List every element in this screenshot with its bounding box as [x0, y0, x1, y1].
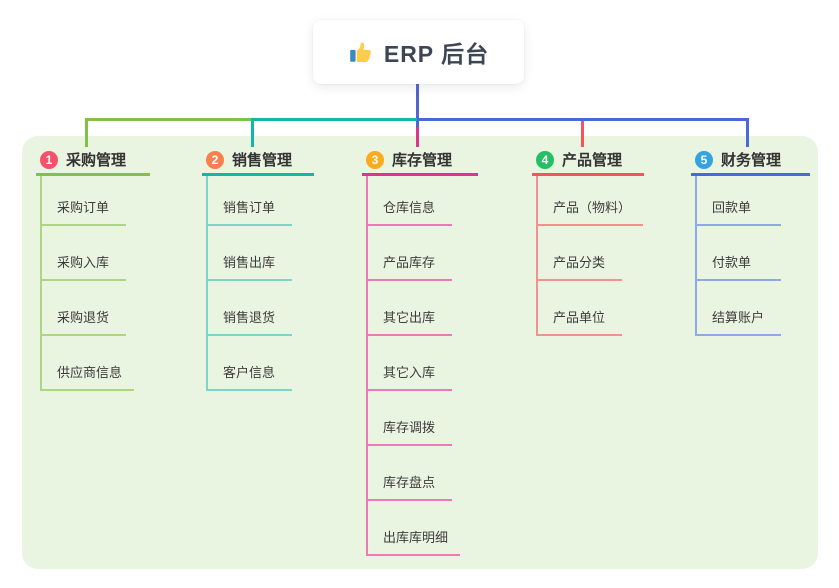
child-node[interactable]: 其它入库: [366, 336, 452, 391]
branches-background-panel: [22, 136, 818, 569]
child-node[interactable]: 采购订单: [40, 176, 126, 226]
branch-label: 财务管理: [721, 152, 782, 169]
child-node[interactable]: 销售退货: [206, 281, 292, 336]
bus-line-purchase: [85, 118, 253, 121]
child-node[interactable]: 客户信息: [206, 336, 292, 391]
branch-label: 销售管理: [232, 152, 293, 169]
child-node[interactable]: 销售订单: [206, 176, 292, 226]
branch-children-inventory: 仓库信息 产品库存 其它出库 其它入库 库存调拨 库存盘点 出库库明细: [366, 176, 478, 556]
drop-line-sales: [251, 118, 254, 147]
child-node[interactable]: 出库库明细: [366, 501, 461, 556]
thumbs-up-icon: [350, 42, 371, 62]
child-node[interactable]: 采购入库: [40, 226, 126, 281]
branch-children-finance: 回款单 付款单 结算账户: [695, 176, 810, 336]
child-node[interactable]: 产品单位: [536, 281, 622, 336]
root-node-erp-backend[interactable]: ERP 后台: [313, 20, 524, 84]
branch-number-badge: 2: [206, 150, 224, 169]
branch-label: 采购管理: [66, 152, 127, 169]
bus-line-finance: [417, 118, 749, 121]
bus-line-sales: [251, 118, 419, 121]
child-node[interactable]: 库存调拨: [366, 391, 452, 446]
drop-line-finance: [746, 118, 749, 147]
branch-children-sales: 销售订单 销售出库 销售退货 客户信息: [206, 176, 314, 391]
child-node[interactable]: 产品（物料）: [536, 176, 644, 226]
child-node[interactable]: 回款单: [695, 176, 781, 226]
child-node[interactable]: 仓库信息: [366, 176, 452, 226]
child-node[interactable]: 结算账户: [695, 281, 781, 336]
branch-number-badge: 3: [366, 150, 384, 169]
branch-purchase: 1 采购管理 采购订单 采购入库 采购退货 供应商信息: [36, 146, 150, 391]
branch-label: 产品管理: [562, 152, 623, 169]
branch-children-purchase: 采购订单 采购入库 采购退货 供应商信息: [40, 176, 150, 391]
child-node[interactable]: 采购退货: [40, 281, 126, 336]
child-node[interactable]: 产品库存: [366, 226, 452, 281]
branch-finance: 5 财务管理 回款单 付款单 结算账户: [691, 146, 810, 336]
drop-line-inventory: [416, 127, 419, 147]
branch-header-product[interactable]: 4 产品管理: [532, 146, 644, 176]
child-node[interactable]: 产品分类: [536, 226, 622, 281]
drop-line-product: [581, 121, 584, 147]
branch-header-purchase[interactable]: 1 采购管理: [36, 146, 150, 176]
child-node[interactable]: 供应商信息: [40, 336, 135, 391]
root-connector-line: [416, 84, 419, 127]
child-node[interactable]: 库存盘点: [366, 446, 452, 501]
branch-product: 4 产品管理 产品（物料） 产品分类 产品单位: [532, 146, 644, 336]
branch-inventory: 3 库存管理 仓库信息 产品库存 其它出库 其它入库 库存调拨 库存盘点 出库库…: [362, 146, 478, 556]
drop-line-purchase: [85, 118, 88, 147]
branch-number-badge: 1: [40, 150, 58, 169]
branch-header-finance[interactable]: 5 财务管理: [691, 146, 810, 176]
branch-header-inventory[interactable]: 3 库存管理: [362, 146, 478, 176]
branch-children-product: 产品（物料） 产品分类 产品单位: [536, 176, 644, 336]
root-node-title: ERP 后台: [383, 41, 490, 67]
branch-sales: 2 销售管理 销售订单 销售出库 销售退货 客户信息: [202, 146, 314, 391]
child-node[interactable]: 销售出库: [206, 226, 292, 281]
branch-header-sales[interactable]: 2 销售管理: [202, 146, 314, 176]
branch-number-badge: 5: [695, 150, 713, 169]
child-node[interactable]: 付款单: [695, 226, 781, 281]
branch-number-badge: 4: [536, 150, 554, 169]
branch-label: 库存管理: [392, 152, 453, 169]
child-node[interactable]: 其它出库: [366, 281, 452, 336]
